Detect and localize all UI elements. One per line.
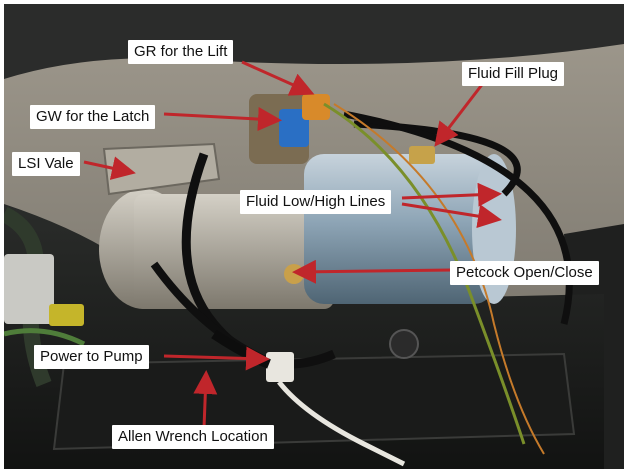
- label-fluid-lines: Fluid Low/High Lines: [240, 190, 392, 214]
- label-petcock: Petcock Open/Close: [450, 261, 599, 285]
- label-allen-wrench: Allen Wrench Location: [112, 425, 274, 449]
- latch-valve-blue: [279, 109, 309, 147]
- label-gw-latch: GW for the Latch: [30, 105, 156, 129]
- petcock-fitting: [284, 264, 304, 284]
- green-wire: [4, 328, 86, 347]
- power-cable: [277, 380, 406, 467]
- wire-orange: [333, 103, 545, 455]
- left-connector: [4, 254, 54, 324]
- label-fluid-fill-plug: Fluid Fill Plug: [462, 62, 565, 86]
- photo-frame: GR for the Lift Fluid Fill Plug GW for t…: [4, 4, 624, 469]
- yellow-connector: [49, 304, 84, 326]
- power-connector: [266, 352, 294, 382]
- wire-green-yellow: [323, 102, 526, 445]
- top-trim: [4, 4, 624, 79]
- fill-plug: [409, 146, 435, 164]
- label-gr-lift: GR for the Lift: [128, 40, 234, 64]
- label-lsi-valve: LSI Vale: [12, 152, 80, 176]
- label-power-pump: Power to Pump: [34, 345, 149, 369]
- tray-bolt: [389, 329, 419, 359]
- lift-valve-orange: [302, 94, 330, 120]
